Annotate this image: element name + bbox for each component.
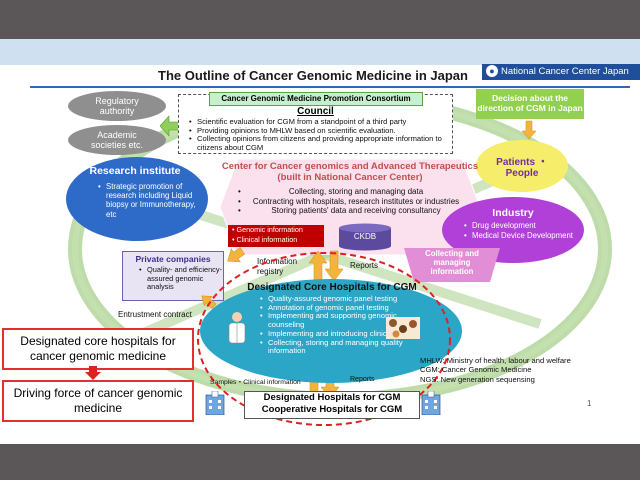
logo: ●National Cancer Center Japan [482, 64, 640, 80]
private-to-center-arrow-icon [227, 247, 246, 263]
legend-item: MHLW: Ministry of health, labour and wel… [420, 356, 571, 365]
hospital-icon [421, 391, 441, 415]
council-item: Scientific evaluation for CGM from a sta… [189, 117, 455, 127]
logo-text: National Cancer Center Japan [501, 66, 629, 77]
center-item: Contracting with hospitals, research ins… [238, 197, 466, 207]
center-title-line2: (built in National Cancer Center) [277, 171, 423, 183]
research-list: Strategic promotion of research includin… [96, 182, 204, 219]
callout-driving-force: Driving force of cancer genomic medicine [2, 380, 194, 422]
private-title: Private companies [135, 254, 211, 264]
entrustment-label: Entrustment contract [118, 310, 192, 319]
research-item: Strategic promotion of research includin… [98, 182, 204, 219]
academic-societies-node: Academic societies etc. [68, 125, 166, 155]
private-companies-box: Private companies Quality- and efficienc… [122, 251, 224, 301]
center-item: Collecting, storing and managing data [238, 187, 466, 197]
core-title: Designated Core Hospitals for CGM [247, 282, 417, 293]
decision-to-patients-arrow-icon [521, 120, 537, 140]
logo-icon: ● [486, 65, 498, 78]
title-underline [30, 86, 630, 88]
samples-label: Samples・Clinical information [210, 379, 301, 386]
page-number: 1 [587, 399, 592, 408]
legend-item: NGS: New generation sequensing [420, 374, 535, 384]
center-title: Center for Cancer genomics and Advanced … [220, 161, 480, 184]
center-list: Collecting, storing and managing data Co… [238, 187, 466, 216]
doctor-icon [228, 312, 246, 344]
consortium-banner-text: Cancer Genomic Medicine Promotion Consor… [221, 94, 411, 103]
designated-line2: Cooperative Hospitals for CGM [261, 404, 403, 415]
hospital-icon [205, 391, 225, 415]
genomic-info-label: • Genomic information [232, 225, 303, 234]
ckdb-label: CKDB [353, 232, 377, 241]
collecting-shape [404, 248, 500, 282]
page-title: The Outline of Cancer Genomic Medicine i… [158, 68, 468, 83]
samples-icon [386, 317, 420, 339]
core-item: Annotation of genomic panel testing [260, 303, 416, 313]
database-icon [339, 223, 391, 251]
highlight-dashed-ellipse [197, 252, 451, 426]
callout1-text: Designated core hospitals for cancer gen… [20, 334, 176, 363]
callout2-text: Driving force of cancer genomic medicine [13, 386, 183, 415]
industry-item: Medical Device Development [464, 231, 594, 241]
industry-item: Drug development [464, 221, 594, 231]
council-title: Council [297, 106, 334, 117]
reports-down-arrow-icon [324, 250, 344, 282]
down-arrow-icon [85, 366, 101, 380]
center-title-line1: Center for Cancer genomics and Advanced … [221, 161, 479, 172]
collecting-text: Collecting and managing information [425, 249, 479, 276]
consortium-box: Cancer Genomic Medicine Promotion Consor… [178, 92, 455, 154]
decision-box: Decision about the direction of CGM in J… [476, 89, 584, 119]
header-band [0, 39, 640, 65]
industry-list: Drug development Medical Device Developm… [462, 221, 594, 240]
legend-item: CGM: Cancer Genomic Medicine [420, 365, 532, 375]
academic-label: Academic societies etc. [90, 130, 144, 150]
abbreviation-legend: MHLW: Ministry of health, labour and wel… [420, 356, 630, 384]
consortium-banner: Cancer Genomic Medicine Promotion Consor… [209, 92, 423, 106]
clinical-info-label: • Clinical information [232, 235, 298, 244]
regulatory-authority-node: Regulatory authority [68, 91, 166, 121]
council-list: Scientific evaluation for CGM from a sta… [187, 117, 455, 153]
core-list: Quality-assured genomic panel testing An… [258, 294, 416, 356]
private-list: Quality- and efficiency-assured genomic … [137, 265, 229, 292]
patients-node: Patients ・People [476, 140, 568, 192]
patients-label: Patients ・People [496, 157, 548, 179]
private-item: Quality- and efficiency-assured genomic … [139, 265, 229, 292]
info-stack: • Genomic information • Clinical informa… [228, 225, 324, 247]
council-item: Providing opinions to MHLW based on scie… [189, 126, 455, 136]
slide: The Outline of Cancer Genomic Medicine i… [0, 39, 640, 444]
regulatory-label: Regulatory authority [95, 96, 139, 116]
designated-hospitals-box: Designated Hospitals for CGM Cooperative… [244, 391, 420, 419]
reports-top-label: Reports [350, 261, 379, 270]
decision-text: Decision about the direction of CGM in J… [477, 93, 583, 113]
callout-core-hospitals: Designated core hospitals for cancer gen… [2, 328, 194, 370]
reports-bottom-label: Reports [350, 376, 375, 383]
core-item: Quality-assured genomic panel testing [260, 294, 416, 304]
council-item: Collecting opinions from citizens and pr… [189, 134, 455, 152]
research-title: Research institute [89, 165, 181, 177]
info-registry-up-arrow-icon [308, 250, 328, 282]
core-item: Collecting, storing and managing quality… [260, 338, 416, 356]
designated-line1: Designated Hospitals for CGM [263, 392, 401, 403]
industry-title: Industry [492, 207, 534, 219]
info-registry-label: Information registry [257, 257, 298, 276]
title-box: The Outline of Cancer Genomic Medicine i… [148, 65, 478, 87]
center-item: Storing patients' data and receiving con… [238, 206, 466, 216]
core-item: Implementing and supporting genomic coun… [260, 311, 416, 329]
core-item: Implementing and introducing clinical tr… [260, 329, 416, 339]
